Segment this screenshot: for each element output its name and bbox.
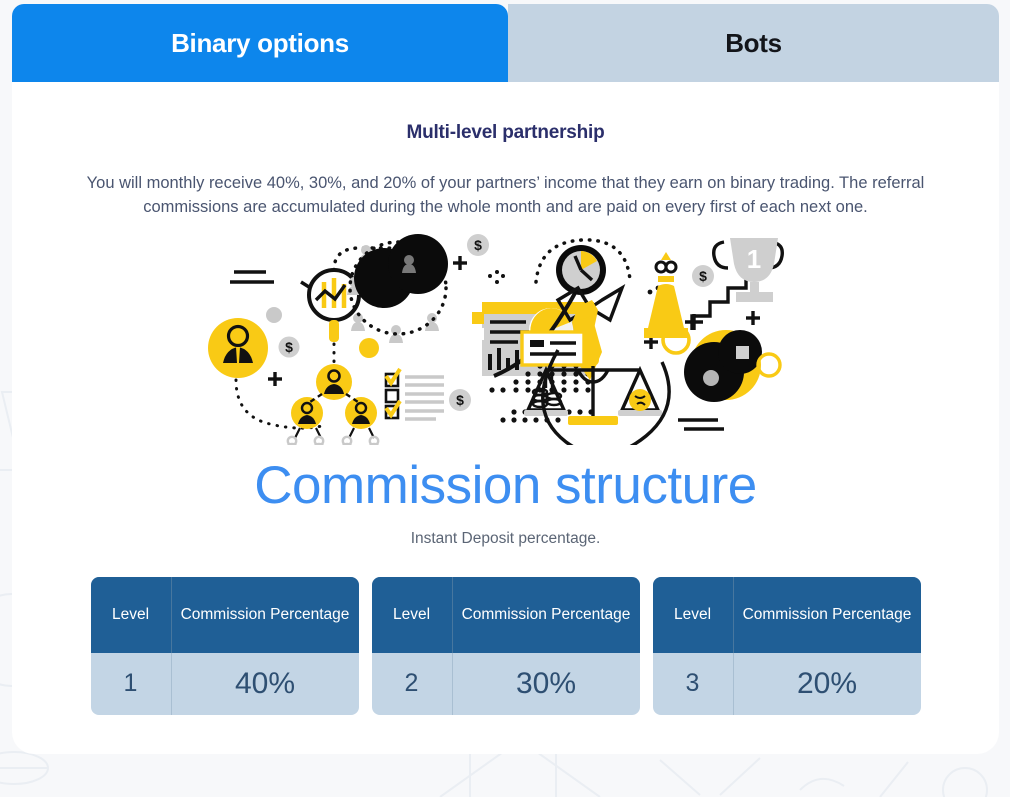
commission-table-level-2: Level Commission Percentage 2 30% (371, 576, 640, 715)
table-row: 1 40% (91, 652, 359, 715)
cell-commission-percentage: 20% (796, 666, 858, 700)
cell-level: 3 (653, 652, 734, 715)
header-commission-percentage: Commission Percentage (461, 605, 631, 623)
header-commission-percentage: Commission Percentage (742, 605, 912, 623)
table-row: 3 20% (653, 652, 921, 715)
tab-binary-options[interactable]: Binary options (12, 4, 508, 82)
commission-structure-heading: Commission structure (254, 455, 757, 515)
commission-structure-subheading: Instant Deposit percentage. (410, 529, 601, 547)
content-card: Multi-level partnership You will monthly… (12, 82, 999, 754)
commission-table-level-1: Level Commission Percentage 1 40% (90, 576, 359, 715)
header-level: Level (653, 576, 734, 653)
page-title: Multi-level partnership (406, 122, 605, 143)
svg-text:$: $ (699, 268, 707, 284)
cell-commission-percentage: 30% (515, 666, 577, 700)
tab-bar: Binary options Bots (12, 4, 999, 82)
commission-tables: Level Commission Percentage 1 40% Level … (90, 576, 921, 715)
cell-level: 1 (91, 652, 172, 715)
cell-commission-percentage: 40% (234, 666, 296, 700)
multi-level-partnership-illustration: $ (207, 233, 784, 445)
header-level: Level (372, 576, 453, 653)
cell-level: 2 (372, 652, 453, 715)
tab-bots-label: Bots (725, 27, 782, 58)
svg-text:1: 1 (746, 244, 760, 274)
table-header-row: Level Commission Percentage (652, 576, 921, 653)
svg-text:$: $ (456, 392, 464, 408)
header-level: Level (91, 576, 172, 653)
section-description: You will monthly receive 40%, 30%, and 2… (86, 174, 925, 217)
commission-table-level-3: Level Commission Percentage 3 20% (652, 576, 921, 715)
table-header-row: Level Commission Percentage (90, 576, 359, 653)
svg-text:$: $ (474, 237, 482, 253)
tab-bots[interactable]: Bots (508, 4, 999, 82)
table-row: 2 30% (372, 652, 640, 715)
tab-binary-options-label: Binary options (171, 27, 349, 58)
table-header-row: Level Commission Percentage (371, 576, 640, 653)
svg-text:$: $ (285, 339, 293, 355)
header-commission-percentage: Commission Percentage (180, 605, 350, 623)
